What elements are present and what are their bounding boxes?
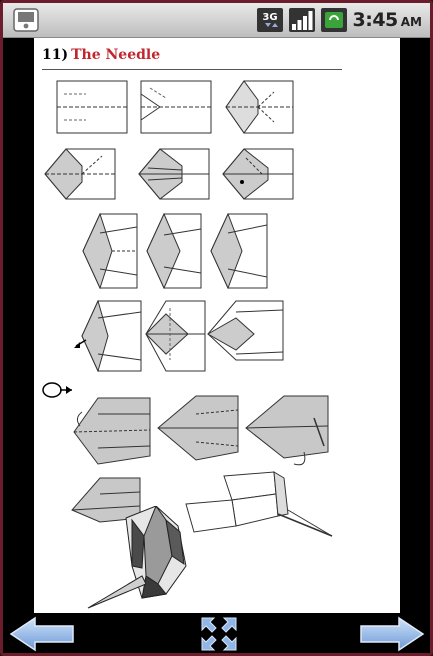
fold-step-11 (144, 300, 206, 372)
fold-step-13 (68, 392, 152, 470)
battery-icon (321, 8, 347, 32)
fold-step-5 (138, 148, 210, 200)
fold-step-1 (56, 80, 128, 134)
page-title: 11)The Needle (42, 47, 160, 63)
fold-step-3 (224, 80, 294, 134)
step-number: 11) (42, 47, 68, 63)
fold-step-14 (156, 392, 240, 464)
finished-plane-render (86, 506, 196, 612)
document-page[interactable]: 11)The Needle (34, 38, 400, 613)
fold-step-6 (222, 148, 294, 200)
fold-step-12 (206, 300, 284, 372)
fold-step-10 (72, 300, 142, 372)
clock-time: 3:45 (353, 9, 398, 31)
device-icon (13, 8, 39, 32)
fold-step-2 (140, 80, 212, 134)
fold-step-9 (210, 213, 268, 289)
bottom-navigation-bar (3, 613, 430, 653)
fold-step-7 (82, 213, 138, 289)
fold-step-15 (244, 392, 330, 472)
fold-step-4 (44, 148, 116, 200)
title-rule (42, 69, 342, 70)
svg-text:3G: 3G (262, 12, 277, 23)
clock-ampm: AM (401, 15, 422, 29)
signal-icon (289, 8, 315, 32)
model-name: The Needle (71, 47, 160, 63)
network-3g-icon: 3G (257, 8, 283, 32)
fold-step-17 (184, 470, 334, 548)
arrow-left-icon[interactable] (9, 616, 75, 652)
fullscreen-icon[interactable] (201, 617, 237, 651)
arrow-right-icon[interactable] (359, 616, 425, 652)
fold-step-8 (146, 213, 202, 289)
